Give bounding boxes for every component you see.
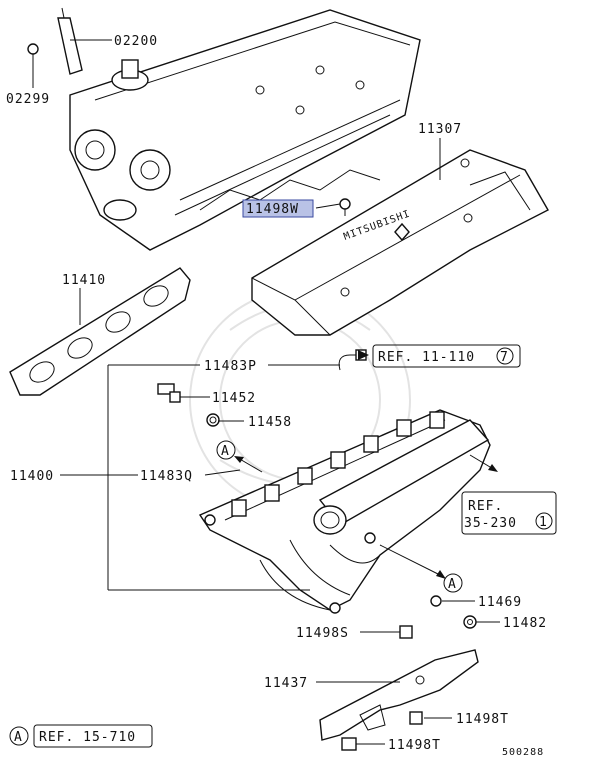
marker-a-lower: A: [443, 573, 463, 593]
label-11483Q: 11483Q: [140, 469, 193, 484]
label-11483P: 11483P: [204, 359, 257, 374]
label-11498T-b: 11498T: [388, 738, 441, 753]
label-11307: 11307: [418, 122, 462, 137]
label-11469: 11469: [478, 595, 522, 610]
label-02200: 02200: [114, 34, 158, 49]
engine-cover: MITSUBISHI: [251, 149, 549, 336]
ref-box-15-710[interactable]: A REF. 15-710: [9, 724, 153, 748]
intake-gasket: [9, 267, 191, 396]
marker-a-lower-text: A: [448, 577, 457, 592]
ref-35-230-number: 1: [539, 515, 548, 530]
label-11458: 11458: [248, 415, 292, 430]
part-11498T-bolt-a: [409, 711, 423, 725]
ref-box-11-110[interactable]: REF. 11-110 7: [372, 344, 521, 368]
ref-11-110-text: REF. 11-110: [378, 350, 475, 365]
leader-lines: [32, 39, 500, 745]
label-11452: 11452: [212, 391, 256, 406]
intake-manifold: [198, 409, 491, 614]
marker-a-upper: A: [216, 440, 236, 460]
label-11498W[interactable]: 11498W: [246, 202, 299, 217]
ref-box-35-230[interactable]: REF. 35-230 1: [461, 491, 557, 535]
manifold-bracket: [319, 649, 479, 741]
ref-15-710-text: REF. 15-710: [39, 730, 136, 745]
part-11452-sensor: [157, 383, 181, 403]
diagram-code: 500288: [502, 747, 544, 758]
label-11482: 11482: [503, 616, 547, 631]
runner-bosses: [231, 411, 445, 517]
ref-11-110-number: 7: [500, 350, 509, 365]
arrowheads: [234, 350, 498, 579]
part-02299-bolt: [27, 43, 39, 62]
label-11437: 11437: [264, 676, 308, 691]
label-11498T-a: 11498T: [456, 712, 509, 727]
ref-35-230-line2: 35-230: [464, 516, 517, 531]
label-11410: 11410: [62, 273, 106, 288]
part-11469-nut: [430, 595, 442, 607]
label-11400: 11400: [10, 469, 54, 484]
part-11458-o-ring: [206, 413, 220, 427]
ref-15-710-marker: A: [14, 730, 23, 745]
part-11498S-bolt: [360, 625, 413, 639]
marker-a-upper-text: A: [221, 444, 230, 459]
part-11498W-bolt: [339, 198, 351, 216]
highlight-11498W: [242, 199, 314, 218]
ref-35-230-line1: REF.: [468, 499, 503, 514]
part-11482-nut: [463, 615, 477, 629]
label-11498S: 11498S: [296, 626, 349, 641]
part-02200-sensor: [57, 7, 83, 75]
label-02299: 02299: [6, 92, 50, 107]
cylinder-head: [69, 9, 421, 251]
part-11498T-bolt-b: [341, 737, 357, 751]
